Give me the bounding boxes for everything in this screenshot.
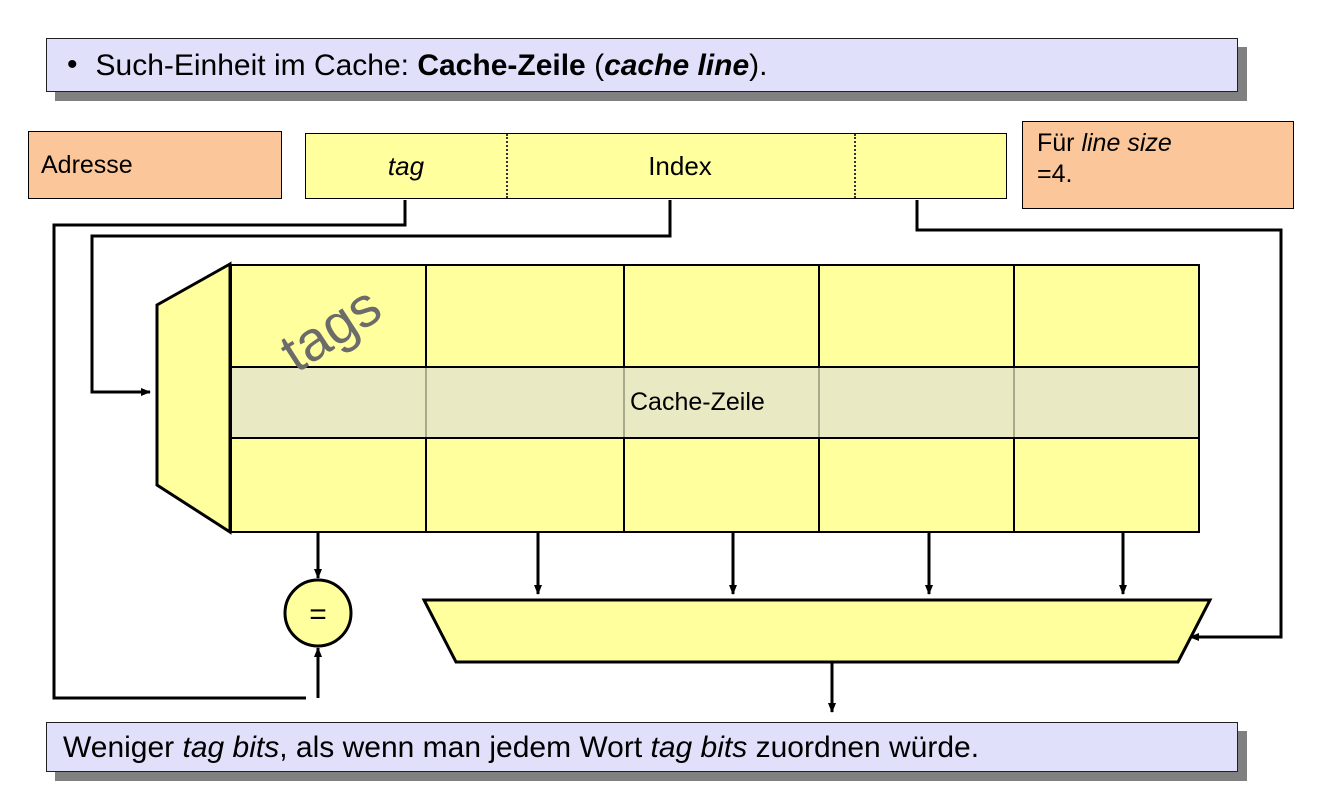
bottom-banner-part3: , als wenn man jedem Wort — [279, 730, 651, 764]
column-divider-3-light — [818, 368, 820, 437]
top-banner-cache-zeile: Cache-Zeile — [417, 48, 586, 82]
address-field: tag Index — [305, 133, 1007, 199]
cache-line-label: Cache-Zeile — [630, 388, 765, 416]
column-divider-2b — [623, 439, 625, 531]
column-divider-2-light — [623, 368, 625, 437]
top-banner-part5: ). — [749, 48, 768, 82]
address-segment-index: Index — [648, 150, 712, 181]
line-size-note-fuer: Für — [1037, 129, 1082, 157]
line-size-note-line2: =4. — [1037, 160, 1073, 189]
top-banner-text: Such-Einheit im Cache: Cache-Zeile (cach… — [96, 49, 768, 82]
bottom-banner-part1: Weniger — [63, 730, 183, 764]
line-size-note-line1: Für line size — [1037, 128, 1293, 159]
bullet-icon: • — [67, 48, 78, 81]
column-divider-2 — [623, 266, 625, 366]
address-divider-2 — [854, 134, 856, 198]
comparator-circle — [283, 578, 353, 648]
top-banner-cache-line: cache line — [604, 48, 750, 82]
bottom-banner-tagbits-1: tag bits — [182, 730, 280, 764]
bottom-banner-tagbits-2: tag bits — [650, 730, 748, 764]
line-size-note-box: Für line size =4. — [1022, 121, 1294, 209]
multiplexer-shape — [421, 598, 1213, 664]
top-banner-part1: Such-Einheit im Cache: — [95, 48, 418, 82]
comparator-equals-glyph: = — [309, 598, 327, 631]
line-size-note-italic: line size — [1081, 129, 1172, 157]
tag-decoder-shape — [155, 261, 232, 535]
address-label-text: Adresse — [41, 150, 133, 179]
top-banner-part3: ( — [585, 48, 605, 82]
cache-row-1-highlighted: Cache-Zeile — [232, 366, 1198, 439]
top-banner: • Such-Einheit im Cache: Cache-Zeile (ca… — [46, 38, 1238, 92]
bottom-banner-part5: zuordnen würde. — [747, 730, 980, 764]
column-divider-1 — [425, 266, 427, 366]
column-divider-1-light — [425, 368, 427, 437]
address-label-box: Adresse — [28, 131, 282, 199]
cache-row-2 — [232, 439, 1198, 531]
column-divider-4-light — [1013, 368, 1015, 437]
bottom-banner-text: Weniger tag bits, als wenn man jedem Wor… — [63, 731, 979, 764]
address-segment-offset — [854, 134, 1008, 198]
column-divider-3 — [818, 266, 820, 366]
column-divider-3b — [818, 439, 820, 531]
column-divider-1b — [425, 439, 427, 531]
address-segment-tag: tag — [387, 150, 425, 181]
column-divider-4 — [1013, 266, 1015, 366]
column-divider-4b — [1013, 439, 1015, 531]
bottom-banner: Weniger tag bits, als wenn man jedem Wor… — [46, 722, 1238, 772]
address-divider-1 — [506, 134, 508, 198]
